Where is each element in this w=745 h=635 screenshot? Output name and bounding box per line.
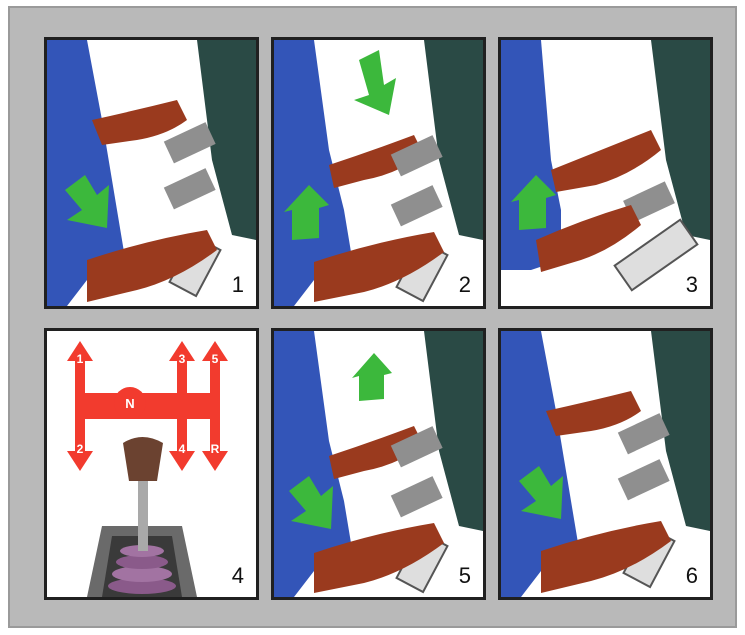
step-number: 6 <box>686 563 698 589</box>
diagram-frame: 1 2 3 <box>8 6 737 628</box>
step-2-illustration <box>274 40 483 306</box>
gear-5-label: 5 <box>212 352 219 366</box>
gear-4-label: 4 <box>179 442 186 456</box>
gear-3-label: 3 <box>179 352 186 366</box>
step-6-illustration <box>501 331 710 597</box>
step-number: 1 <box>232 272 244 298</box>
step-4-illustration: 1 3 5 N 2 4 R <box>47 331 256 597</box>
step-5-illustration <box>274 331 483 597</box>
step-5-panel: 5 <box>271 328 486 600</box>
step-3-illustration <box>501 40 710 306</box>
arrow-up-icon <box>352 353 392 401</box>
step-6-panel: 6 <box>498 328 713 600</box>
step-number: 2 <box>459 272 471 298</box>
arrow-down-icon <box>354 50 396 115</box>
step-2-panel: 2 <box>271 37 486 309</box>
step-number: 3 <box>686 272 698 298</box>
step-number: 4 <box>232 563 244 589</box>
step-1-illustration <box>47 40 256 306</box>
step-4-panel: 1 3 5 N 2 4 R 4 <box>44 328 259 600</box>
step-1-panel: 1 <box>44 37 259 309</box>
reverse-label: R <box>211 442 220 456</box>
step-3-panel: 3 <box>498 37 713 309</box>
gear-2-label: 2 <box>77 442 84 456</box>
gear-1-label: 1 <box>77 352 84 366</box>
step-number: 5 <box>459 563 471 589</box>
neutral-label: N <box>125 396 134 411</box>
